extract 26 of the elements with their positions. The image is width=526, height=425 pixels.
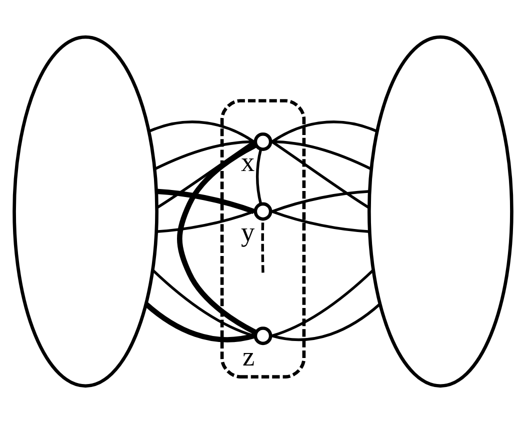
cluster (220, 98, 306, 378)
node-circle (254, 132, 272, 150)
connector (156, 188, 255, 214)
connector (156, 210, 254, 232)
node-label: y (241, 216, 255, 246)
node-ellipse (368, 34, 514, 388)
connector (154, 140, 254, 170)
node-ellipse (12, 34, 158, 388)
connector (272, 268, 374, 337)
connector (144, 302, 255, 342)
connector (272, 302, 381, 341)
connector (272, 210, 370, 232)
connector (177, 142, 258, 334)
connector (261, 218, 264, 272)
node-circle (254, 326, 272, 345)
connector (272, 140, 372, 170)
connector (272, 190, 370, 212)
connector (148, 120, 255, 142)
connector (271, 140, 370, 208)
node-circle (254, 202, 272, 220)
connector (156, 140, 255, 208)
connector (152, 268, 254, 337)
connector (256, 148, 262, 204)
node-label: x (241, 146, 255, 177)
connector (271, 120, 378, 142)
node-label: z (242, 340, 255, 371)
